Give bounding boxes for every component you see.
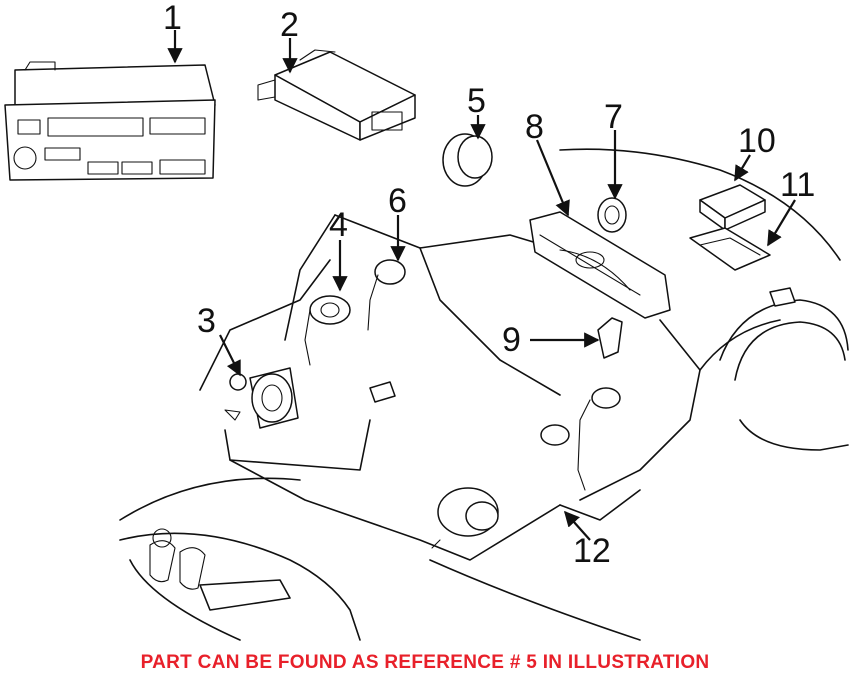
floor-speaker — [431, 487, 499, 549]
callout-8: 8 — [525, 108, 544, 146]
reference-note: PART CAN BE FOUND AS REFERENCE # 5 IN IL… — [140, 652, 710, 673]
small-speaker — [367, 259, 406, 331]
callout-5: 5 — [467, 82, 486, 120]
callout-12: 12 — [573, 532, 611, 570]
callout-10: 10 — [738, 122, 776, 160]
module-bracket — [689, 227, 771, 271]
door-tweeter-right — [540, 387, 621, 491]
speaker-enclosure — [529, 211, 671, 319]
callout-leaders — [167, 30, 796, 541]
control-module — [699, 184, 766, 231]
mounting-bracket — [597, 317, 623, 359]
speaker-ring — [442, 133, 493, 187]
callout-9: 9 — [502, 321, 521, 359]
amplifier-box — [257, 49, 416, 141]
callout-numbers: 1 2 3 4 5 6 7 8 9 10 11 12 — [163, 0, 815, 570]
callout-7: 7 — [604, 98, 623, 136]
radio-head-unit — [4, 61, 216, 181]
callout-4: 4 — [329, 206, 348, 244]
callout-3: 3 — [197, 302, 216, 340]
callout-11: 11 — [780, 166, 815, 204]
rear-speaker — [597, 197, 627, 233]
connector-plug — [369, 287, 796, 403]
door-speaker — [224, 367, 299, 429]
callout-6: 6 — [388, 182, 407, 220]
callout-2: 2 — [280, 6, 299, 44]
car-outline — [119, 148, 849, 641]
tweeter-speaker — [304, 295, 351, 366]
callout-1: 1 — [163, 0, 182, 37]
